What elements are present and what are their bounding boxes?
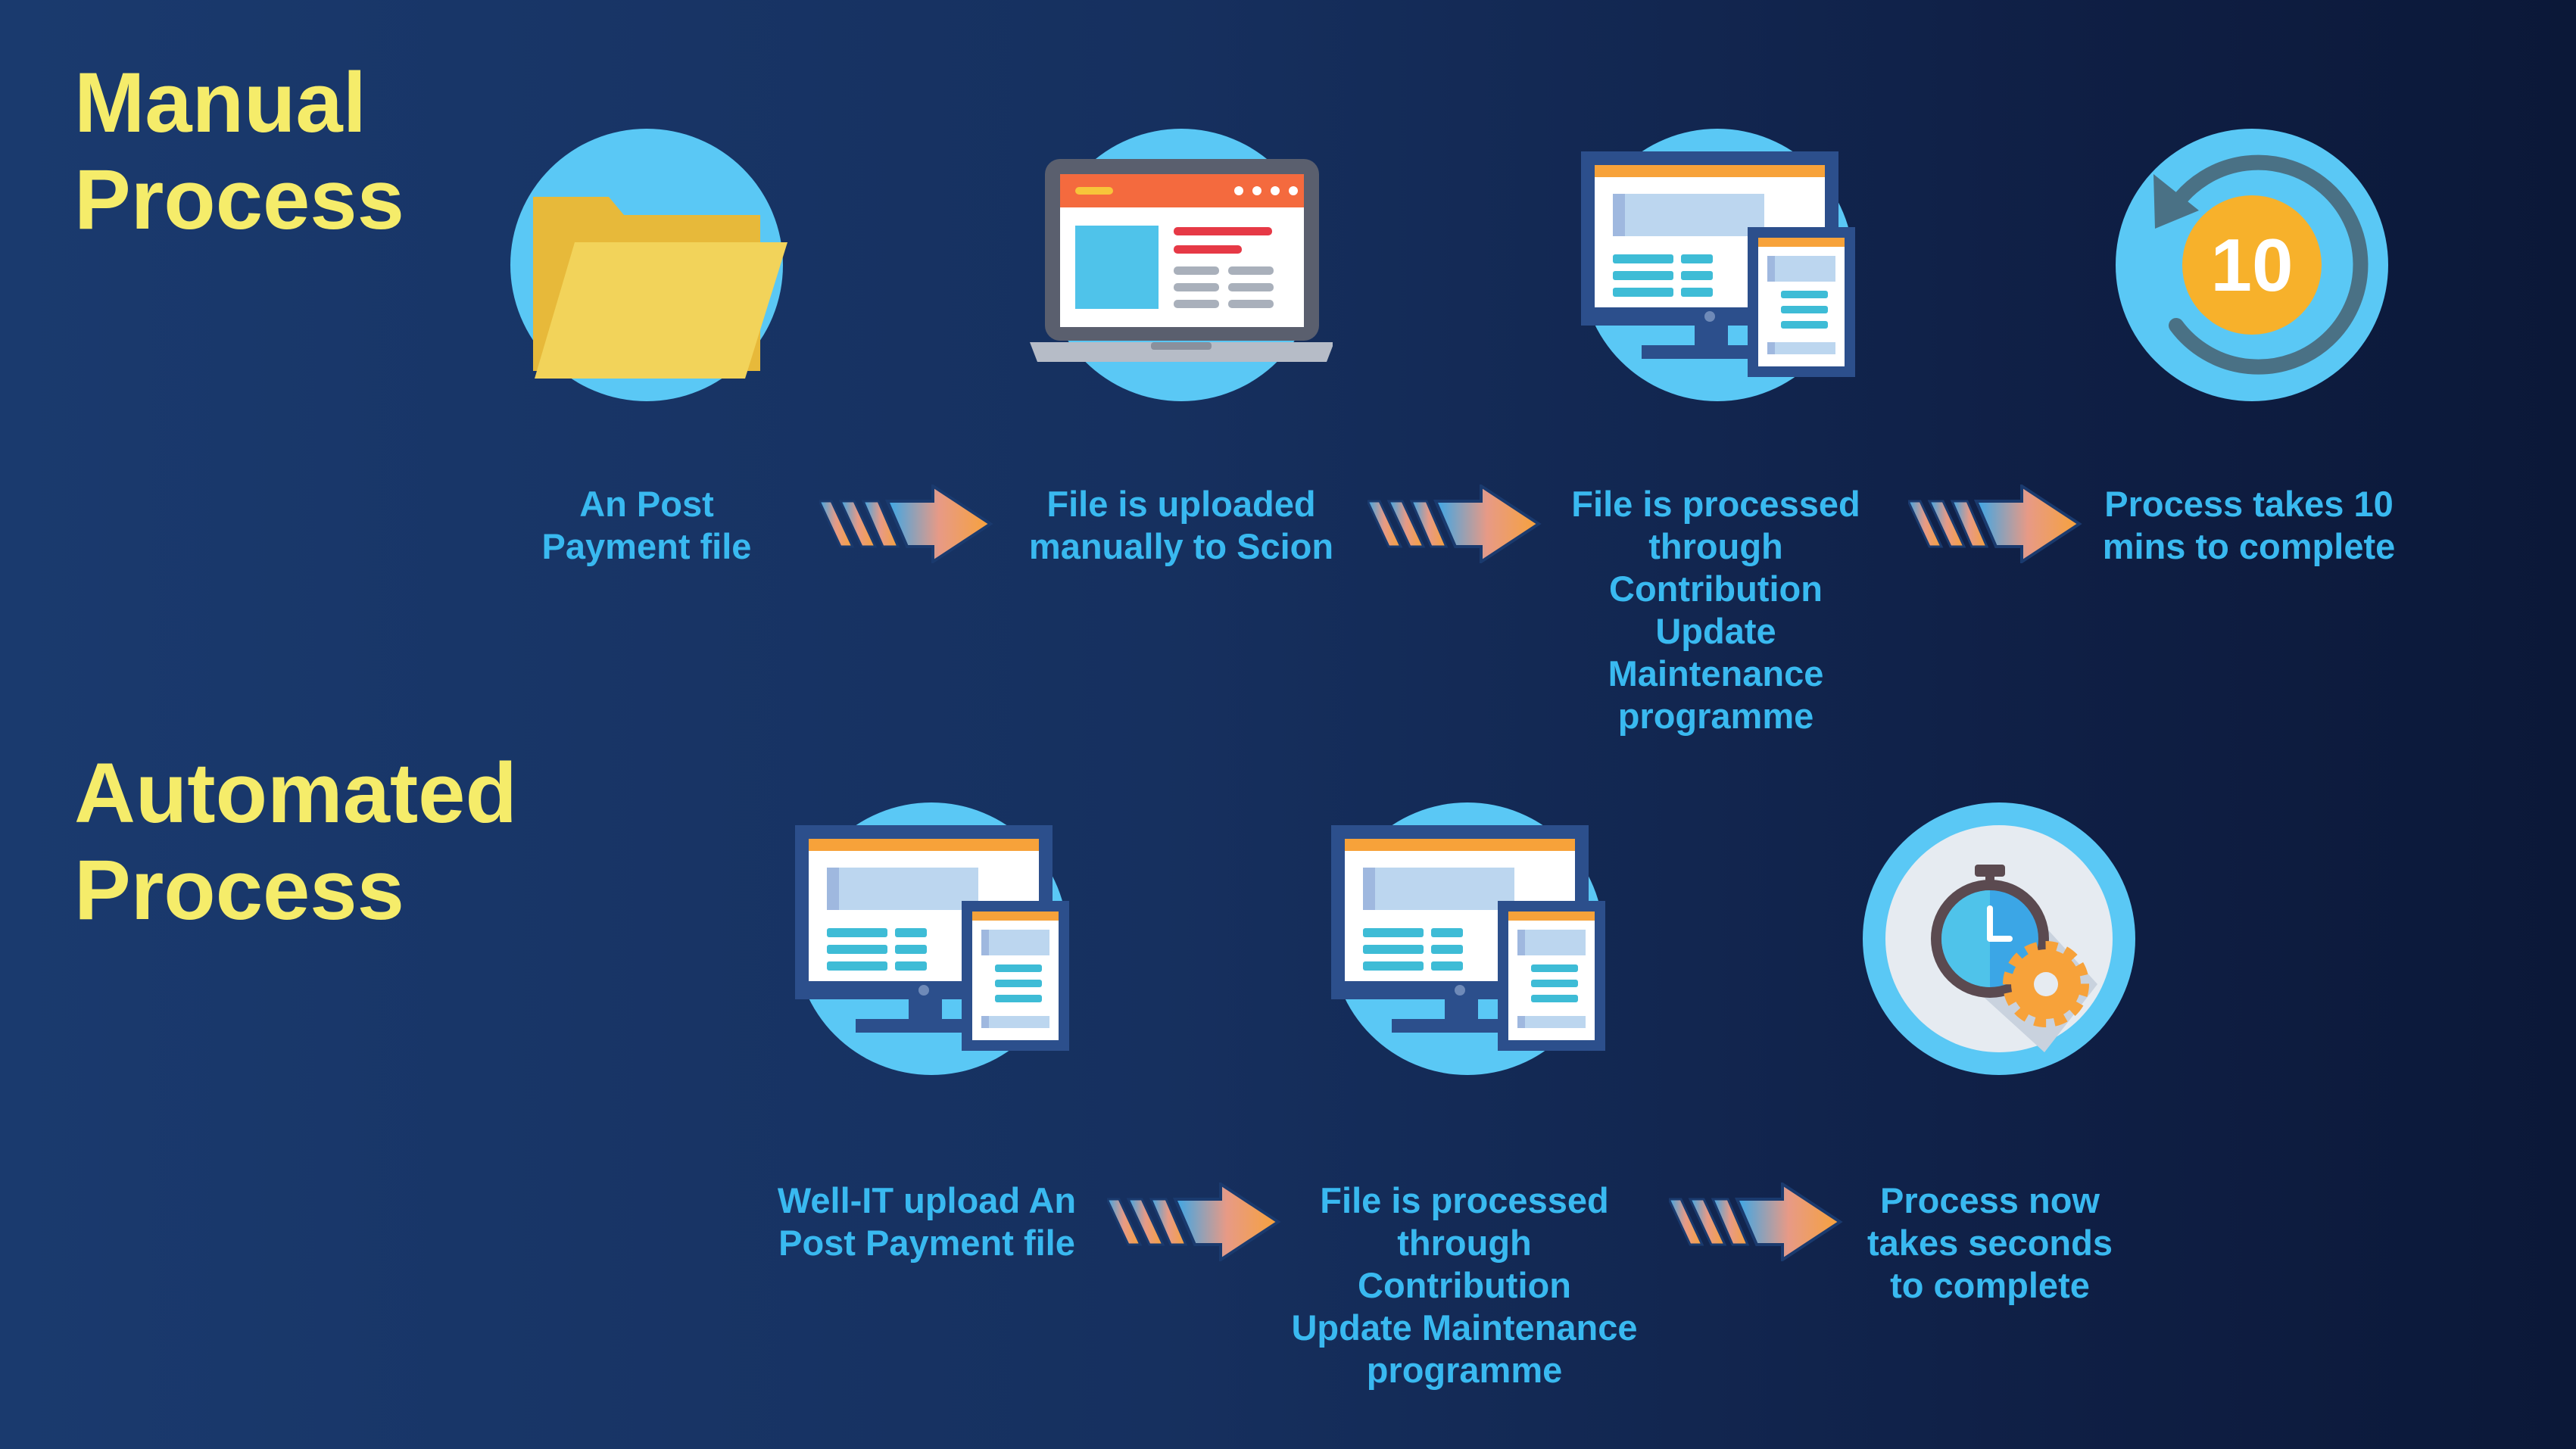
heading-line-2: Process <box>74 843 404 937</box>
stopwatch-gear-icon <box>1863 802 2135 1075</box>
caption-line: Process now <box>1880 1180 2100 1220</box>
step-caption: File is uploaded manually to Scion <box>1007 483 1355 568</box>
arrow-right-icon <box>819 485 993 563</box>
monitor-tablet-icon <box>1316 795 1619 1098</box>
step-caption: Process takes 10 mins to complete <box>2075 483 2423 568</box>
step-caption: Process now takes seconds to complete <box>1816 1179 2164 1307</box>
step-caption: File is processed through Contribution U… <box>1290 1179 1639 1391</box>
heading-line-2: Process <box>74 152 404 247</box>
caption-line: manually to Scion <box>1028 526 1334 566</box>
caption-line: Update Maintenance <box>1291 1307 1638 1348</box>
step-caption: Well-IT upload An Post Payment file <box>753 1179 1101 1264</box>
monitor-tablet-icon <box>780 795 1083 1098</box>
caption-line: programme <box>1617 696 1814 736</box>
caption-line: through <box>1648 526 1783 566</box>
caption-line: mins to complete <box>2102 526 2396 566</box>
arrow-right-icon <box>1908 485 2082 563</box>
heading-line-1: Automated <box>74 746 517 840</box>
monitor-tablet-icon <box>1566 121 1869 424</box>
arrow-right-icon <box>1368 485 1542 563</box>
timer-label: 10 <box>2210 223 2293 307</box>
caption-line: File is uploaded <box>1046 484 1316 524</box>
caption-line: Well-IT upload An <box>777 1180 1077 1220</box>
caption-line: File is processed <box>1571 484 1860 524</box>
timer-10-icon: 10 <box>2116 129 2388 401</box>
caption-line: Update <box>1655 611 1776 651</box>
step-caption: An Post Payment file <box>472 483 821 568</box>
caption-line: takes seconds <box>1867 1223 2113 1263</box>
step-caption: File is processed through Contribution U… <box>1542 483 1890 737</box>
caption-line: Contribution <box>1609 569 1823 609</box>
caption-line: Payment file <box>541 526 752 566</box>
automated-process-heading: Automated Process <box>74 745 517 939</box>
heading-line-1: Manual <box>74 55 366 150</box>
caption-line: programme <box>1366 1350 1563 1390</box>
manual-process-heading: Manual Process <box>74 55 404 248</box>
laptop-icon <box>1030 129 1333 401</box>
caption-line: through Contribution <box>1358 1223 1571 1305</box>
caption-line: Maintenance <box>1608 653 1824 693</box>
caption-line: An Post <box>579 484 714 524</box>
arrow-right-icon <box>1107 1183 1281 1261</box>
caption-line: File is processed <box>1320 1180 1609 1220</box>
caption-line: to complete <box>1890 1265 2090 1305</box>
folder-icon <box>510 129 787 401</box>
caption-line: Process takes 10 <box>2104 484 2394 524</box>
caption-line: Post Payment file <box>778 1223 1075 1263</box>
